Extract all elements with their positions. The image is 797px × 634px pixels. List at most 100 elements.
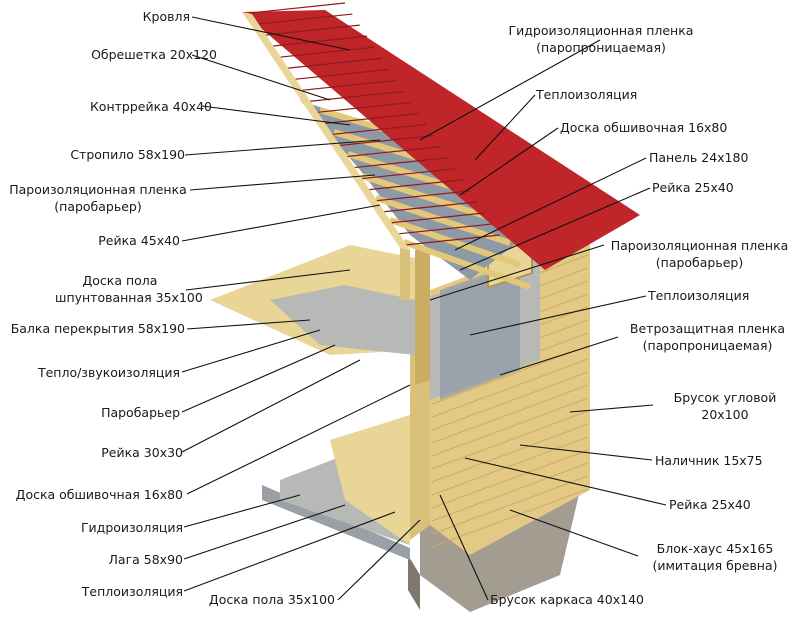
label-counter-batten: Контррейка 40х40 [89, 99, 212, 114]
label-roof: Кровля [142, 9, 190, 24]
label-batten-25-top: Рейка 25х40 [652, 180, 734, 195]
leader-line [191, 54, 331, 101]
roof-profile-line [404, 234, 501, 246]
leader-line [509, 509, 639, 557]
roof-profile-line [338, 134, 434, 147]
siding-line [431, 436, 589, 496]
rafter-batten [389, 217, 521, 268]
leader-line [191, 16, 351, 51]
label-waterproofing: Гидроизоляция [80, 520, 183, 535]
leader-line [186, 384, 411, 495]
leader-line [419, 39, 601, 141]
siding-line [431, 397, 589, 457]
roof-profile-line [345, 146, 442, 158]
roof-profile-line [316, 101, 412, 114]
leader-line [189, 174, 376, 191]
label-lathing: Обрешетка 20х120 [91, 47, 217, 62]
leader-line [469, 295, 647, 336]
siding-line [431, 423, 589, 483]
siding-line [431, 384, 589, 444]
roof-profile-line [294, 68, 390, 80]
upper-floor-beam [415, 244, 430, 385]
foundation-side [408, 555, 420, 610]
label-heat-sound-insulation: Тепло/звукоизоляция [37, 365, 180, 380]
roof-profile-line [375, 190, 471, 202]
siding-line [431, 410, 589, 470]
roof-profile-line [279, 46, 375, 58]
roof-profile-line [323, 112, 419, 125]
wall-film [440, 262, 520, 400]
leader-line [186, 319, 311, 330]
roof-profile-line [264, 24, 360, 36]
leader-line [474, 94, 536, 161]
leader-line [459, 127, 559, 196]
label-sheathing-board-left: Доска обшивочная 16х80 [15, 487, 183, 502]
siding-line [431, 345, 589, 405]
label-insulation-wall: Теплоизоляция [648, 288, 750, 303]
roof-profile-line [397, 223, 493, 235]
leader-line [181, 329, 321, 373]
leader-line [184, 139, 381, 156]
label-batten-25-bottom: Рейка 25х40 [669, 497, 751, 512]
siding-line [431, 358, 589, 418]
leader-line [464, 457, 667, 506]
label-vapor-film-wall: Пароизоляционная пленка(паробарьер) [610, 238, 789, 270]
label-panel: Панель 24х180 [649, 150, 749, 165]
leader-line [181, 204, 381, 242]
label-batten-30: Рейка 30х30 [101, 445, 183, 460]
label-batten-45: Рейка 45х40 [98, 233, 180, 248]
roof-profile-line [353, 157, 449, 169]
leader-line [183, 504, 346, 560]
label-floor-beam: Балка перекрытия 58х190 [10, 321, 185, 336]
roof-profile-line [249, 2, 346, 14]
roof-profile-line [360, 168, 456, 180]
roof-profile-line [257, 13, 353, 25]
leader-line [183, 494, 301, 528]
roof-profile-line [382, 201, 478, 213]
siding-line [431, 462, 589, 522]
roof-profile-line [368, 179, 464, 191]
siding-line [431, 449, 589, 509]
label-block-house: Блок-хаус 45х165(имитация бревна) [652, 541, 778, 573]
leader-line [569, 404, 654, 413]
upper-floor-insulation [270, 285, 415, 355]
leader-line [181, 344, 336, 413]
leader-line [183, 511, 396, 592]
leader-line [181, 359, 361, 453]
label-sheathing-board-right: Доска обшивочная 16х80 [560, 120, 728, 135]
roof-profile-line [390, 212, 486, 224]
label-frame-bar: Брусок каркаса 40х140 [490, 592, 644, 607]
roof-covering [242, 10, 640, 270]
roof-profile-line [308, 90, 405, 102]
rafter-batten [375, 195, 511, 246]
roof-edge [242, 12, 410, 250]
label-floor-board: Доска пола 35х100 [208, 592, 335, 607]
label-vapor-barrier: Паробарьер [101, 405, 180, 420]
leader-line [519, 444, 653, 461]
label-waterproof-film: Гидроизоляционная пленка(паропроницаемая… [508, 23, 694, 55]
roof-profile-line [331, 123, 427, 136]
label-trim: Наличник 15х75 [655, 453, 763, 468]
leader-line [429, 244, 605, 301]
roof-profile-line [286, 57, 382, 69]
label-insulation-roof: Теплоизоляция [536, 87, 638, 102]
label-insulation-bottom: Теплоизоляция [81, 584, 183, 599]
leader-line [185, 269, 351, 291]
label-rafter: Стропило 58х190 [70, 147, 185, 162]
label-joist: Лага 58х90 [108, 552, 183, 567]
leader-line [459, 187, 651, 271]
siding-line [431, 488, 589, 548]
label-vapor-film-roof: Пароизоляционная пленка(паробарьер) [9, 182, 187, 214]
label-wind-film: Ветрозащитная пленка(паропроницаемая) [629, 321, 786, 353]
leader-line [439, 494, 489, 601]
leader-line [499, 336, 619, 376]
floor-boards [330, 415, 410, 545]
siding-line [431, 475, 589, 535]
siding-line [431, 371, 589, 431]
roof-profile-line [272, 35, 368, 47]
gable-board [400, 248, 410, 300]
